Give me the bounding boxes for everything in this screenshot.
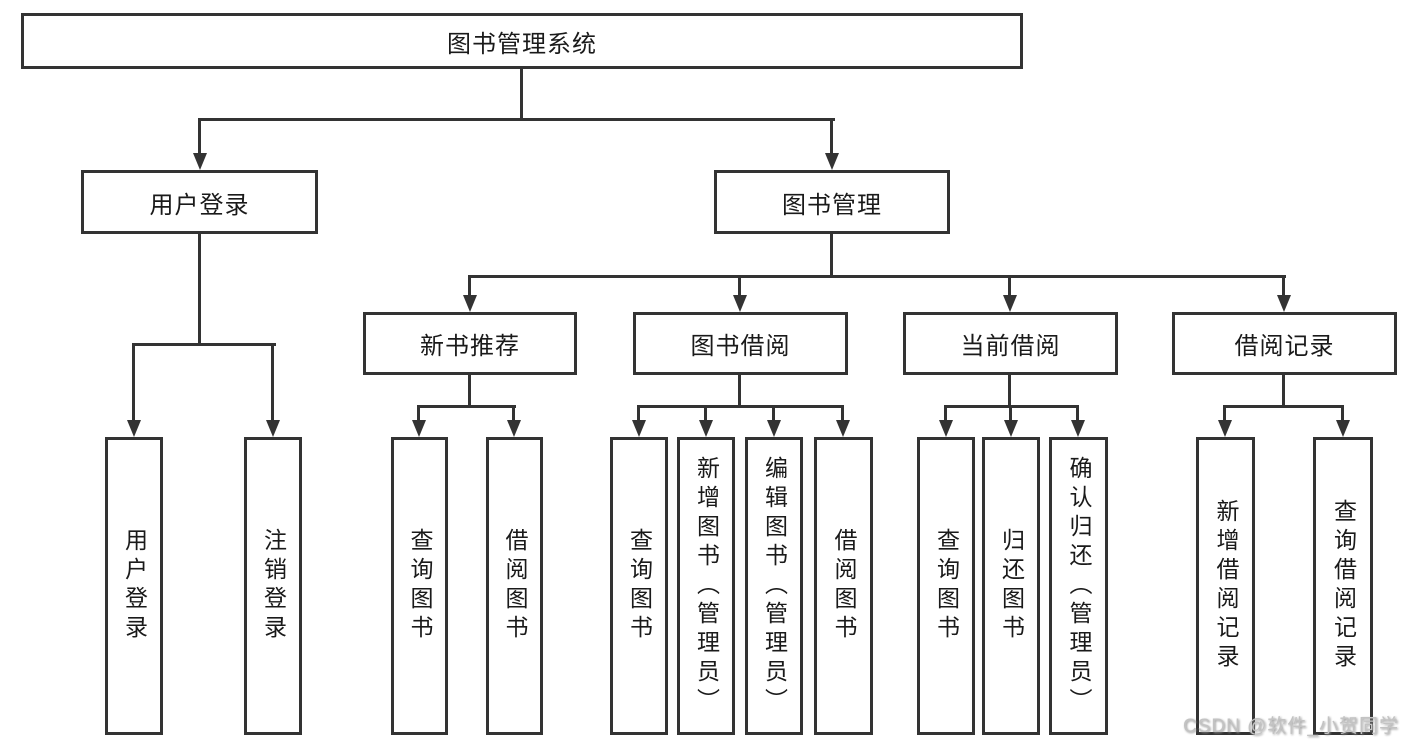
connector-line — [1076, 405, 1079, 423]
node-label: 查询图书 — [626, 528, 653, 644]
arrow-down-icon — [463, 295, 477, 312]
node-query-books-recommend: 查询图书 — [391, 437, 448, 735]
arrow-down-icon — [733, 295, 747, 312]
node-book-borrow: 图书借阅 — [633, 312, 848, 375]
node-current-borrow: 当前借阅 — [903, 312, 1118, 375]
node-borrow-books-recommend: 借阅图书 — [486, 437, 543, 735]
node-library-system: 图书管理系统 — [21, 13, 1023, 69]
connector-line — [512, 405, 515, 423]
node-borrow-records: 借阅记录 — [1172, 312, 1397, 375]
node-label: 借阅图书 — [502, 528, 528, 644]
connector-line — [1282, 275, 1285, 297]
node-label: 借阅图书 — [831, 528, 857, 644]
connector-line — [772, 405, 775, 423]
connector-line — [468, 275, 1286, 278]
connector-line — [738, 375, 741, 405]
arrow-down-icon — [939, 420, 953, 437]
node-label: 查询图书 — [407, 528, 433, 644]
arrow-down-icon — [699, 420, 713, 437]
arrow-down-icon — [1336, 420, 1350, 437]
node-book-management: 图书管理 — [714, 170, 950, 234]
connector-line — [520, 69, 523, 119]
arrow-down-icon — [825, 153, 839, 170]
connector-line — [1341, 405, 1344, 423]
node-return-books: 归还图书 — [982, 437, 1040, 735]
node-confirm-return-admin: 确认归还（管理员） — [1049, 437, 1108, 735]
connector-line — [271, 343, 274, 422]
node-label: 新增借阅记录 — [1213, 499, 1239, 673]
node-user-login: 用户登录 — [81, 170, 318, 234]
node-query-borrow-record: 查询借阅记录 — [1313, 437, 1373, 735]
node-label: 图书借阅 — [690, 333, 791, 360]
connector-line — [704, 405, 707, 423]
arrow-down-icon — [632, 420, 646, 437]
connector-line — [198, 118, 201, 155]
connector-line — [417, 405, 516, 408]
connector-line — [1008, 375, 1011, 405]
arrow-down-icon — [193, 153, 207, 170]
arrow-down-icon — [1071, 420, 1085, 437]
node-label: 查询图书 — [933, 528, 960, 644]
arrow-down-icon — [412, 420, 426, 437]
connector-line — [738, 275, 741, 297]
arrow-down-icon — [1004, 420, 1018, 437]
connector-line — [132, 343, 135, 422]
node-label: 注销登录 — [260, 528, 287, 644]
arrow-down-icon — [767, 420, 781, 437]
node-user-login-action: 用户登录 — [105, 437, 163, 735]
node-label: 新书推荐 — [420, 333, 520, 360]
arrow-down-icon — [1277, 295, 1291, 312]
node-add-borrow-record: 新增借阅记录 — [1196, 437, 1255, 735]
node-label: 新增图书（管理员） — [693, 455, 720, 717]
connector-line — [198, 118, 835, 121]
node-label: 查询借阅记录 — [1330, 499, 1357, 673]
node-borrow-books-borrow: 借阅图书 — [814, 437, 873, 735]
connector-line — [944, 405, 947, 423]
node-label: 归还图书 — [998, 528, 1025, 644]
arrow-down-icon — [1218, 420, 1232, 437]
connector-line — [830, 118, 833, 155]
node-label: 图书管理系统 — [447, 30, 597, 58]
node-logout-action: 注销登录 — [244, 437, 302, 735]
csdn-watermark: CSDN @软件_小贺同学 — [1183, 716, 1399, 737]
node-new-book-recommend: 新书推荐 — [363, 312, 577, 375]
arrow-down-icon — [1003, 295, 1017, 312]
node-edit-books-admin: 编辑图书（管理员） — [745, 437, 803, 735]
node-label: 图书管理 — [782, 191, 882, 219]
connector-line — [468, 375, 471, 405]
node-label: 编辑图书（管理员） — [761, 455, 788, 717]
arrow-down-icon — [507, 420, 521, 437]
node-label: 用户登录 — [121, 528, 148, 644]
connector-line — [1282, 375, 1285, 405]
connector-line — [133, 343, 276, 346]
arrow-down-icon — [836, 420, 850, 437]
connector-line — [1223, 405, 1226, 423]
connector-line — [198, 234, 201, 343]
node-query-books-borrow: 查询图书 — [610, 437, 668, 735]
node-add-books-admin: 新增图书（管理员） — [677, 437, 735, 735]
connector-line — [417, 405, 420, 423]
connector-line — [637, 405, 844, 408]
node-label: 用户登录 — [149, 191, 250, 219]
connector-line — [841, 405, 844, 423]
node-label: 当前借阅 — [960, 333, 1061, 360]
connector-line — [1223, 405, 1344, 408]
connector-line — [1009, 405, 1012, 423]
connector-line — [468, 275, 471, 297]
arrow-down-icon — [127, 420, 141, 437]
node-label: 借阅记录 — [1234, 333, 1335, 360]
connector-line — [637, 405, 640, 423]
connector-line — [1008, 275, 1011, 297]
node-label: 确认归还（管理员） — [1066, 455, 1092, 717]
node-query-books-current: 查询图书 — [917, 437, 975, 735]
connector-line — [830, 234, 833, 275]
arrow-down-icon — [266, 420, 280, 437]
